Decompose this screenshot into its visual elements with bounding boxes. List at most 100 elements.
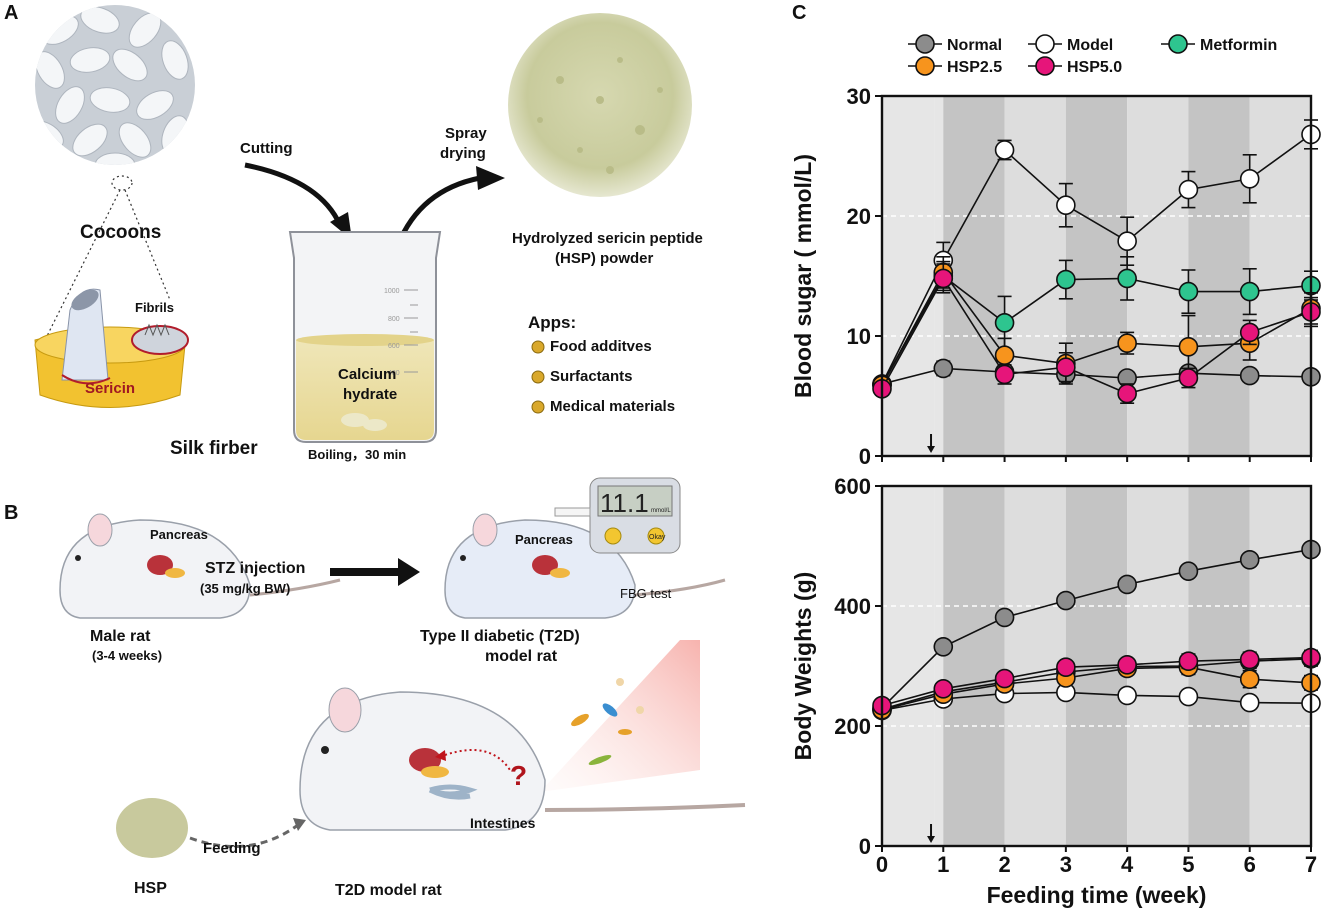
glucose-meter [554, 477, 681, 554]
xtick-label-7: 7 [1305, 852, 1317, 877]
legend-label-2: Metformin [1200, 37, 1277, 54]
legend-item-normal: Normal [908, 34, 1002, 54]
silk-fiber-illustration [34, 288, 189, 408]
feeding-label: Feeding [203, 840, 261, 857]
beaker-tick-600: 600 [388, 343, 400, 350]
ytick-label-0-0: 0 [859, 444, 871, 469]
panel-letter-c: C [792, 2, 807, 24]
point-0-Metformin-2 [994, 312, 1015, 333]
t2d-feeding-rat-illustration [299, 687, 746, 831]
legend-label-3: HSP2.5 [947, 59, 1002, 76]
zoom-lines [44, 175, 171, 341]
light-beam [540, 640, 700, 792]
male-rat-illustration [59, 513, 341, 619]
band-0-3 [1004, 96, 1066, 456]
xtick-label-6: 6 [1244, 852, 1256, 877]
hsp-powder-photo [508, 13, 692, 197]
point-0-Normal-6 [1239, 365, 1260, 386]
band-1-3 [1004, 486, 1066, 846]
cutting-label: Cutting [240, 140, 293, 157]
app-item-1: Food additves [550, 338, 652, 355]
point-0-Normal-1 [933, 358, 954, 379]
pancreas-label-1: Pancreas [150, 527, 208, 542]
point-0-Model-6 [1239, 169, 1260, 189]
ytick-label-1-0: 0 [859, 834, 871, 859]
xtick-label-1: 1 [937, 852, 949, 877]
band-0-5 [1127, 96, 1189, 456]
legend-item-model: Model [1028, 34, 1113, 54]
plot-frame-0 [880, 94, 1313, 458]
stz-dose-label: (35 mg/kg BW) [200, 581, 291, 596]
male-rat-label: Male rat [90, 628, 151, 645]
beaker-tick-800: 800 [388, 316, 400, 323]
t2d-label-2: model rat [485, 648, 558, 665]
panel-a-illustration: 1000 800 600 400 [34, 5, 692, 443]
feeding-arrowhead [293, 818, 306, 831]
sericin-label: Sericin [85, 380, 136, 397]
silk-fiber-label: Silk firber [170, 438, 258, 459]
line-0-HSP5.0 [881, 276, 1312, 395]
beaker-tick-1000: 1000 [384, 288, 400, 295]
line-0-Metformin [881, 274, 1312, 386]
point-0-Metformin-4 [1117, 268, 1137, 289]
line-1-Model [881, 691, 1312, 712]
point-1-Normal-3 [1056, 590, 1076, 611]
line-1-Normal [881, 548, 1312, 709]
line-1-HSP5.0 [881, 656, 1312, 707]
band-0-2 [943, 96, 1005, 456]
point-0-Metformin-5 [1178, 281, 1199, 302]
point-1-Normal-4 [1117, 574, 1137, 595]
t2d-rat-illustration [444, 513, 726, 619]
spray-label-1: Spray [445, 125, 487, 142]
ytick-label-1-2: 400 [834, 594, 871, 619]
stz-arrow [330, 558, 420, 586]
line-0-Normal [881, 367, 1312, 385]
fbg-label: FBG test [620, 586, 672, 601]
apps-bullets [531, 340, 545, 414]
point-0-Model-2 [994, 140, 1015, 160]
hsp-powder-label-1: Hydrolyzed sericin peptide [512, 230, 703, 247]
xtick-label-2: 2 [998, 852, 1010, 877]
panel-b-illustration: 11.1 mmol/L Okay [59, 477, 746, 858]
bacteria-icons [571, 678, 644, 765]
legend-marker-1 [1035, 34, 1055, 54]
line-0-HSP2.5 [881, 270, 1312, 386]
ytick-label-1-3: 600 [834, 474, 871, 499]
xtick-label-3: 3 [1060, 852, 1072, 877]
fibrils-label: Fibrils [135, 300, 175, 315]
point-0-Metformin-6 [1239, 281, 1260, 302]
pancreas-label-2: Pancreas [515, 532, 573, 547]
point-1-HSP5.0-6 [1239, 649, 1260, 670]
point-0-Model-4 [1117, 231, 1137, 251]
feeding-arrow [189, 823, 299, 848]
arrow-head-0 [927, 446, 936, 453]
x-axis-label: Feeding time (week) [987, 882, 1207, 908]
point-0-Metformin-3 [1056, 269, 1076, 290]
legend-marker-4 [1035, 56, 1055, 76]
point-1-Normal-2 [994, 607, 1015, 628]
xtick-label-0: 0 [876, 852, 888, 877]
band-1-7 [1249, 486, 1311, 846]
boiling-label: Boiling，30 min [308, 447, 407, 462]
point-1-Model-6 [1239, 692, 1260, 713]
legend-item-metformin: Metformin [1161, 34, 1277, 54]
plot-frame-1 [880, 484, 1313, 848]
band-0-6 [1188, 96, 1250, 456]
point-1-HSP5.0-3 [1056, 657, 1076, 678]
point-1-Normal-5 [1178, 561, 1199, 582]
calcium-label-1: Calcium [338, 366, 397, 383]
point-0-HSP2.5-5 [1178, 336, 1199, 357]
ytick-label-1-1: 200 [834, 714, 871, 739]
meter-value: 11.1 [600, 488, 649, 518]
panel-letter-a: A [4, 2, 19, 24]
xtick-label-5: 5 [1182, 852, 1194, 877]
line-0-Model [881, 133, 1312, 385]
point-0-HSP2.5-4 [1117, 333, 1137, 354]
point-0-HSP5.0-4 [1117, 383, 1137, 404]
point-0-HSP5.0-6 [1239, 322, 1260, 343]
point-1-HSP5.0-4 [1117, 654, 1137, 675]
legend-item-hsp50: HSP5.0 [1028, 56, 1122, 76]
band-1-0 [882, 486, 935, 846]
point-0-HSP5.0-3 [1056, 357, 1076, 378]
